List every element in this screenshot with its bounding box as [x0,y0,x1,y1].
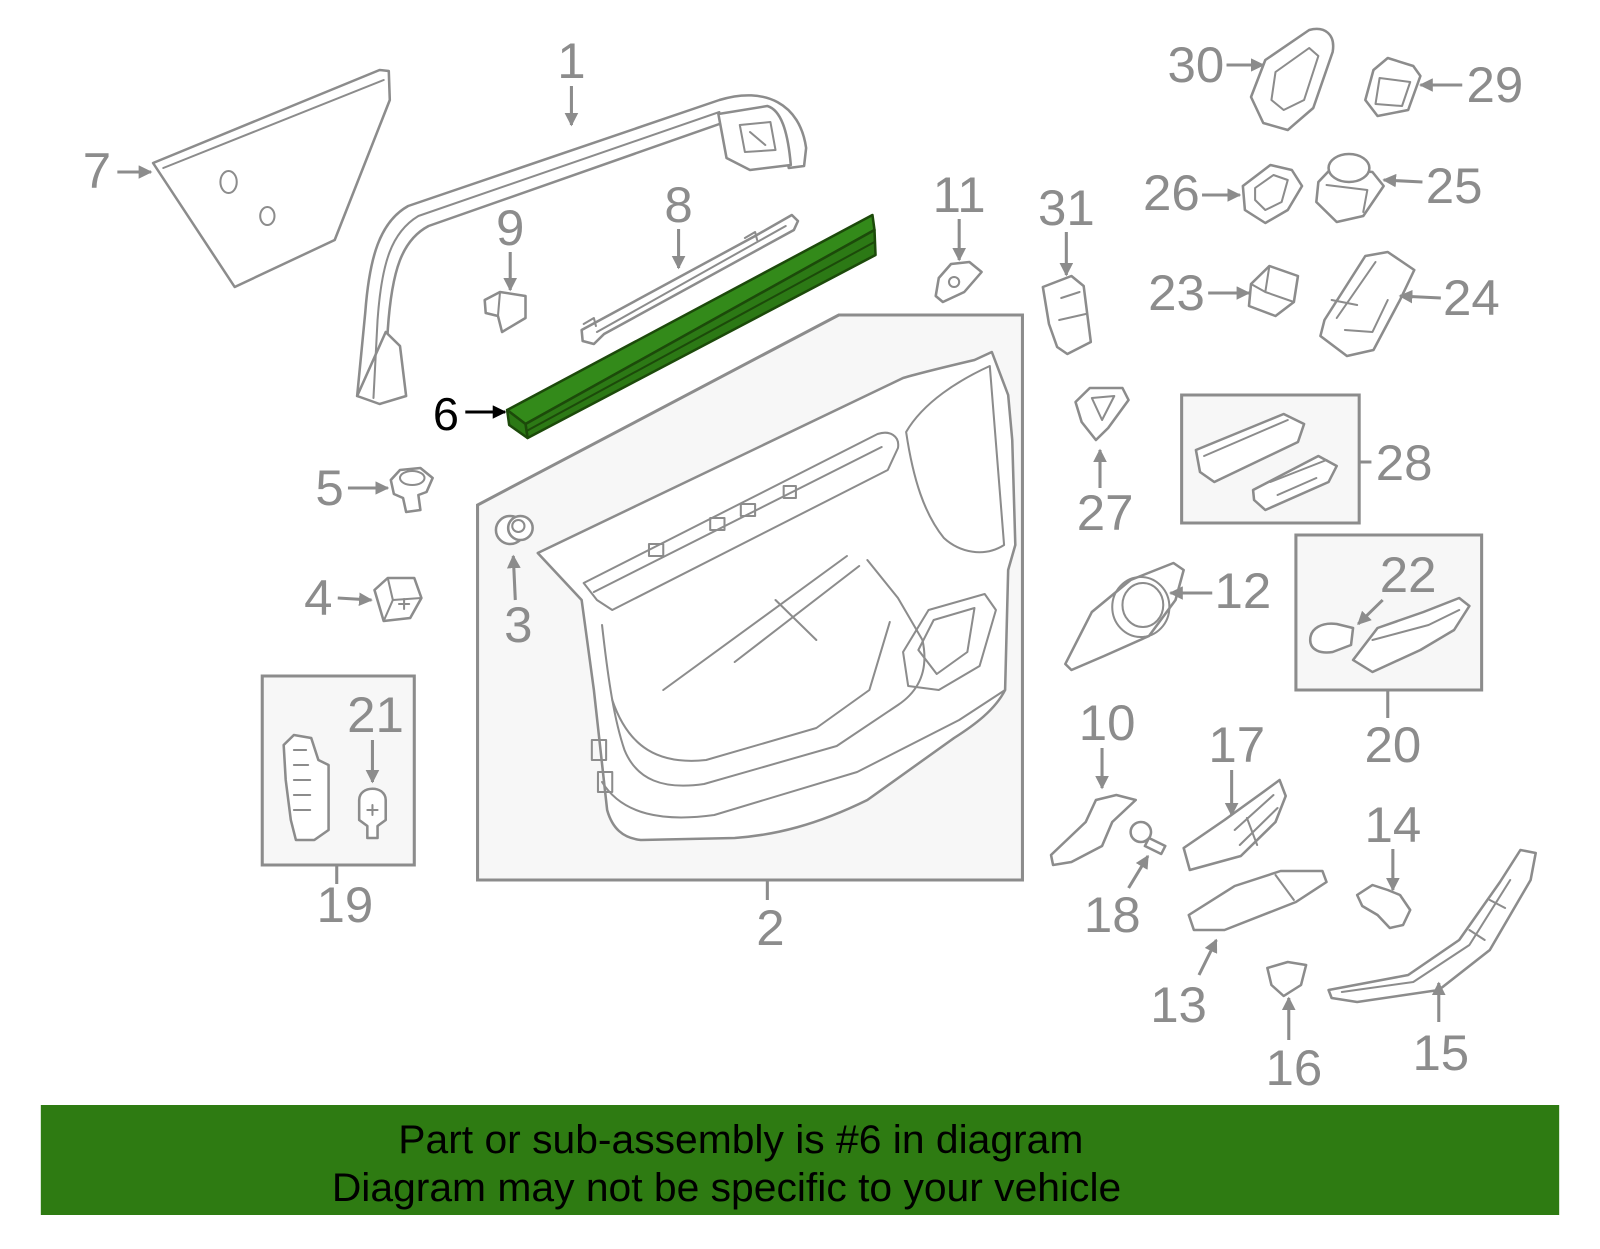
part-11-bracket [934,260,983,304]
callout-3: 3 [504,596,532,652]
callout-4: 4 [304,569,332,625]
part-14-clip [1355,883,1412,930]
part-20-lamp-assembly [1294,533,1484,692]
callout-10: 10 [1079,694,1136,750]
callout-21: 21 [347,686,404,742]
part-2-door-trim-panel [476,313,1024,882]
callout-28: 28 [1376,434,1433,490]
callout-22: 22 [1380,546,1437,602]
callout-6-highlighted: 6 [433,388,459,439]
callout-15: 15 [1412,1024,1469,1080]
callout-19: 19 [317,876,374,932]
part-17-handle [1182,778,1287,872]
callout-25: 25 [1426,157,1483,213]
part-16-clip [1266,960,1308,998]
banner-line-1: Part or sub-assembly is #6 in diagram [398,1116,1083,1162]
part-19-lamp-assembly [260,674,416,867]
part-12-speaker-grille [1064,561,1185,672]
part-30-bezel [1249,27,1335,132]
part-8-strip [580,213,800,346]
part-18-screw [1129,820,1167,856]
part-29-switch [1364,56,1422,118]
callout-24: 24 [1443,269,1500,325]
info-banner: Part or sub-assembly is #6 in diagram Di… [40,1105,1560,1215]
callout-16: 16 [1266,1039,1323,1095]
part-15-trim [1327,848,1537,1004]
part-31-cover [1041,274,1093,356]
part-1-frame-moulding [355,94,808,406]
part-25-knob [1315,152,1385,224]
callout-1: 1 [557,32,585,88]
callout-30: 30 [1168,36,1225,92]
part-26-ring [1241,163,1304,225]
callout-12: 12 [1214,562,1271,618]
callout-18: 18 [1084,886,1141,942]
callout-31: 31 [1038,179,1095,235]
callout-29: 29 [1467,56,1524,112]
callout-9: 9 [496,199,524,255]
part-24-switch-pack [1319,250,1416,358]
callout-arrows [117,58,1463,1040]
part-9-clip [483,290,527,334]
callout-11: 11 [933,166,986,222]
callout-2: 2 [756,899,784,955]
part-4-pad [373,576,423,623]
banner-line-2: Diagram may not be specific to your vehi… [332,1164,1121,1210]
callout-27: 27 [1077,484,1134,540]
part-10-trim [1049,793,1137,867]
callout-20: 20 [1364,716,1421,772]
callout-26: 26 [1143,164,1200,220]
part-23-button [1247,264,1300,318]
part-3-grommet [494,514,534,546]
callout-7: 7 [83,142,111,198]
callout-14: 14 [1364,796,1421,852]
part-28-switch-assembly [1180,393,1361,525]
callout-5: 5 [315,459,343,515]
part-27-bracket [1074,386,1130,442]
part-5-clip [389,466,434,514]
part-13-trim [1187,869,1328,932]
callout-8: 8 [664,176,692,232]
part-6-highlighted-weatherstrip [505,213,877,440]
callout-23: 23 [1148,264,1205,320]
part-7-panel [151,68,392,289]
callout-17: 17 [1208,716,1265,772]
callout-13: 13 [1150,976,1207,1032]
